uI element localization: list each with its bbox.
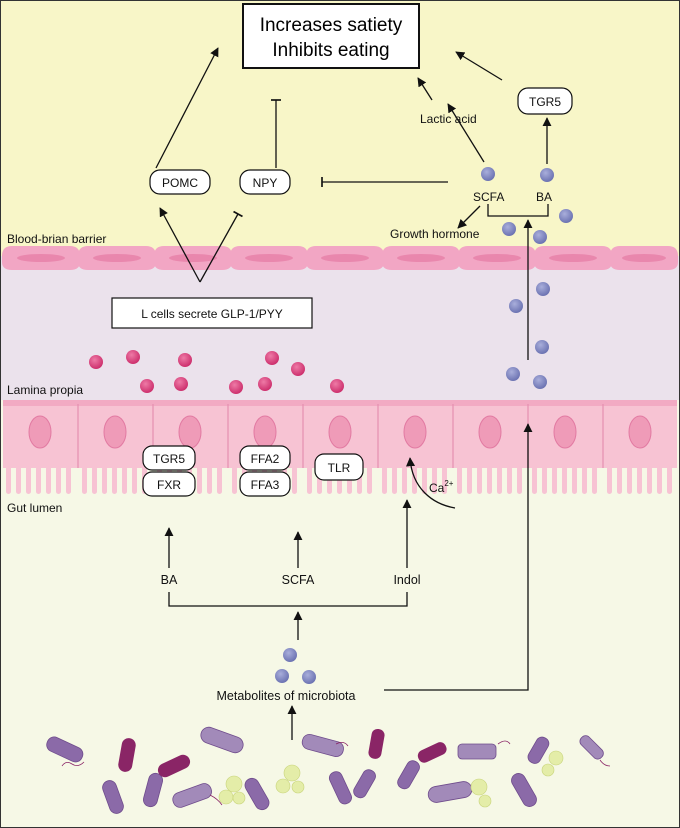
metabolite-bracket bbox=[168, 592, 408, 607]
blood-brain-barrier bbox=[2, 246, 678, 270]
pyy-inhibit-npy bbox=[199, 210, 243, 283]
bacterium-dark bbox=[157, 754, 191, 778]
blue-dot bbox=[509, 299, 523, 313]
l-cells-box bbox=[111, 297, 313, 329]
blue-dot bbox=[283, 648, 297, 662]
brain-ba-label: BA bbox=[536, 190, 552, 204]
metabolite-indol-label: Indol bbox=[393, 573, 420, 587]
npy-label: NPY bbox=[253, 176, 278, 190]
fxr-receptor-label: FXR bbox=[157, 478, 181, 492]
bacterium bbox=[301, 733, 344, 757]
ffa3-receptor bbox=[239, 471, 291, 497]
metabolite-molecules bbox=[275, 167, 573, 684]
blue-dot bbox=[502, 222, 516, 236]
metabolites-of-microbiota-label: Metabolites of microbiota bbox=[217, 689, 356, 703]
tlr-receptor-label: TLR bbox=[328, 461, 351, 475]
bacterium-dark bbox=[368, 728, 385, 759]
metabolite-ba-label: BA bbox=[161, 573, 178, 587]
metabolite-scfa-label: SCFA bbox=[282, 573, 315, 587]
tgr5-receptor-label: TGR5 bbox=[153, 452, 185, 466]
outcome-line-1: Increases satiety bbox=[260, 15, 403, 36]
bacterium bbox=[397, 760, 420, 790]
bacterium bbox=[143, 772, 163, 808]
blue-dot bbox=[535, 340, 549, 354]
bacterium bbox=[172, 783, 212, 808]
bacterium-dark bbox=[118, 738, 136, 772]
brain-scfa-label: SCFA bbox=[473, 190, 504, 204]
bacterium bbox=[511, 773, 537, 807]
ffa2-receptor-label: FFA2 bbox=[251, 452, 280, 466]
l-cells-label: L cells secrete GLP-1/PYY bbox=[141, 307, 283, 321]
microbiota bbox=[46, 726, 611, 814]
glp1-to-pomc-arrow bbox=[159, 207, 201, 283]
lactic-to-outcome-arrow bbox=[417, 77, 433, 101]
tgr5-to-outcome-arrow bbox=[455, 51, 503, 81]
scfa-to-growth-hormone-arrow bbox=[457, 205, 481, 229]
pomc-box bbox=[149, 169, 211, 195]
ffa2-receptor bbox=[239, 445, 291, 471]
metabolites-to-epithelium-arrow bbox=[384, 423, 533, 691]
bacterium-dark bbox=[417, 742, 447, 763]
bacterium bbox=[102, 780, 124, 814]
scfa-ba-bracket bbox=[487, 204, 549, 217]
lactic-acid-label: Lactic acid bbox=[420, 112, 477, 126]
glp1-pyy-molecules bbox=[89, 350, 344, 394]
growth-hormone-label: Growth hormone bbox=[390, 227, 480, 241]
intestinal-epithelium bbox=[3, 400, 677, 494]
npy-box bbox=[239, 169, 291, 195]
fxr-receptor bbox=[142, 471, 196, 497]
pathway-lines bbox=[155, 47, 552, 740]
calcium-label: Ca2+ bbox=[429, 479, 454, 495]
brain-scfa-dot bbox=[481, 167, 495, 181]
tgr5-receptor bbox=[142, 445, 196, 471]
bacterium bbox=[328, 771, 352, 805]
yellow-microbes bbox=[218, 750, 564, 808]
scfa-to-lactic-arrow bbox=[447, 103, 485, 163]
pomc-label: POMC bbox=[162, 176, 198, 190]
bacterium bbox=[46, 736, 84, 763]
calcium-arrow bbox=[406, 457, 456, 509]
ffa3-receptor-label: FFA3 bbox=[251, 478, 280, 492]
pomc-to-outcome-arrow bbox=[155, 47, 219, 169]
bacterium bbox=[457, 743, 497, 760]
blue-dot bbox=[302, 670, 316, 684]
gut-lumen-label: Gut lumen bbox=[7, 501, 62, 515]
blue-dot bbox=[275, 669, 289, 683]
tlr-receptor bbox=[314, 453, 364, 481]
brain-tgr5-label: TGR5 bbox=[529, 95, 561, 109]
blue-dot bbox=[506, 367, 520, 381]
outcome-box bbox=[242, 3, 420, 69]
bbb-label: Blood-brian barrier bbox=[7, 232, 106, 246]
bacterium bbox=[353, 769, 376, 799]
blue-dot bbox=[533, 375, 547, 389]
lamina-propria-region bbox=[0, 256, 680, 400]
blue-dot bbox=[559, 209, 573, 223]
blue-dot bbox=[536, 282, 550, 296]
outcome-line-2: Inhibits eating bbox=[272, 40, 389, 61]
bacterium bbox=[200, 726, 244, 754]
brain-ba-dot bbox=[540, 168, 554, 182]
brain-tgr5-box bbox=[517, 87, 573, 115]
bacterium bbox=[244, 777, 270, 811]
bacterium bbox=[579, 735, 604, 760]
blue-dot bbox=[533, 230, 547, 244]
lamina-propria-label: Lamina propia bbox=[7, 383, 83, 397]
bacterium bbox=[527, 736, 550, 764]
